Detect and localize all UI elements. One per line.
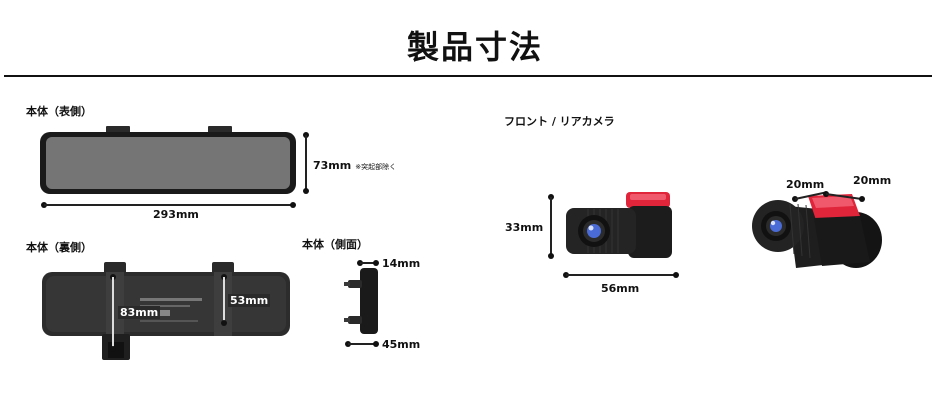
back-left-dim: 83mm	[118, 306, 161, 319]
back-right-bottom-marker	[221, 320, 227, 326]
side-depth-dim: 14mm	[382, 257, 421, 270]
mirror-front-image	[40, 126, 296, 194]
front-width-right-marker	[290, 202, 296, 208]
page-title: 製品寸法	[406, 28, 543, 66]
front-height-line	[305, 135, 307, 191]
side-depth-right-marker	[373, 260, 379, 266]
main-front-label: 本体（表側）	[26, 105, 92, 118]
front-height-note: ※突起部除く	[355, 163, 397, 171]
back-left-line	[112, 277, 114, 349]
camera-top-b-dim: 20mm	[853, 174, 892, 187]
front-height-dim: 73mm	[313, 159, 352, 172]
camera-angled-image	[752, 194, 882, 268]
side-full-line	[348, 343, 375, 345]
title-divider	[4, 75, 932, 77]
main-side-label: 本体（側面）	[302, 238, 368, 251]
side-depth-line	[360, 262, 375, 264]
camera-label: フロント / リアカメラ	[504, 115, 615, 128]
front-width-line	[44, 204, 293, 206]
camera-height-bottom-marker	[548, 253, 554, 259]
back-right-line	[223, 277, 225, 323]
camera-top-b-right-marker	[859, 196, 865, 202]
front-height-bottom-marker	[303, 188, 309, 194]
camera-height-line	[550, 197, 552, 255]
camera-length-right-marker	[673, 272, 679, 278]
camera-top-a-dim: 20mm	[786, 178, 825, 191]
mirror-back-image	[42, 262, 290, 360]
camera-length-line	[566, 274, 676, 276]
front-width-dim: 293mm	[153, 208, 199, 221]
camera-length-dim: 56mm	[601, 282, 640, 295]
camera-height-dim: 33mm	[505, 221, 544, 234]
back-left-bottom-marker	[110, 346, 116, 352]
camera-side-image	[566, 192, 672, 258]
main-back-label: 本体（裏側）	[26, 241, 92, 254]
side-full-dim: 45mm	[382, 338, 421, 351]
mirror-side-image	[344, 268, 378, 334]
side-full-right-marker	[373, 341, 379, 347]
back-right-dim: 53mm	[228, 294, 271, 307]
